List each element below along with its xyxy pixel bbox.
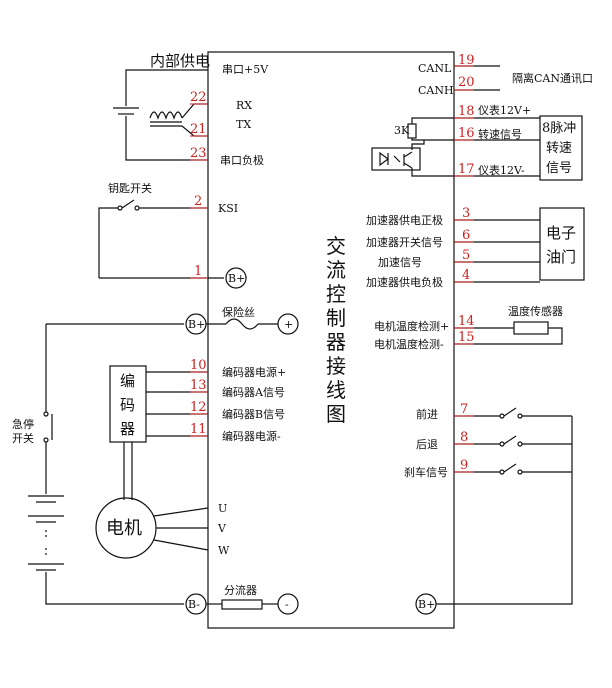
controller-title-3: 控	[326, 282, 346, 306]
pin-16: 16	[458, 126, 475, 141]
pin-4-label: 加速器供电负极	[366, 275, 443, 289]
estop-label-2: 开关	[12, 431, 34, 445]
pin-13: 13	[190, 378, 207, 393]
serial-coil	[149, 111, 183, 127]
shunt	[221, 599, 263, 610]
svg-text:B+: B+	[228, 272, 245, 285]
controller-title-7: 线	[326, 378, 346, 402]
pin-7-label: 前进	[416, 407, 438, 421]
bplus-terminal-switches	[415, 593, 437, 615]
pin-12: 12	[190, 400, 207, 415]
pin-12-label: 编码器B信号	[222, 407, 285, 421]
controller-title-8: 图	[326, 402, 346, 426]
pin-8-label: 后退	[416, 438, 438, 451]
tacho-label-3: 信号	[546, 161, 572, 176]
pin-2: 2	[194, 194, 202, 209]
controller-title-5: 器	[326, 330, 346, 354]
controller-box	[207, 51, 455, 629]
key-switch-label: 钥匙开关	[108, 181, 152, 195]
pin-17-label: 仪表12V-	[478, 163, 525, 177]
encoder-label-1: 编	[120, 372, 135, 390]
resistor-label: 3K	[394, 124, 410, 137]
internal-power-label: 内部供电	[150, 52, 210, 70]
pin-21: 21	[190, 122, 207, 137]
throttle-label-1: 电子	[546, 224, 576, 242]
controller-title-6: 接	[326, 354, 346, 378]
svg-text:+: +	[284, 318, 293, 331]
estop-label-1: 急停	[12, 417, 34, 431]
pin-8: 8	[460, 430, 468, 445]
fuse	[225, 318, 259, 330]
pin-11-label: 编码器电源-	[222, 429, 281, 443]
pin-9: 9	[460, 458, 468, 473]
can-port-label: 隔离CAN通讯口	[512, 71, 593, 85]
pin-3: 3	[462, 206, 470, 221]
throttle-label-2: 油门	[546, 248, 576, 266]
pin-10: 10	[190, 358, 207, 373]
pin-9-label: 刹车信号	[404, 465, 448, 479]
pin-2-label: KSI	[218, 202, 238, 215]
controller-title-4: 制	[326, 306, 346, 330]
controller-title-2: 流	[326, 258, 346, 282]
pin-13-label: 编码器A信号	[222, 385, 285, 399]
pin-20: 20	[458, 75, 475, 90]
svg-text:-: -	[285, 598, 289, 611]
throttle-box	[539, 207, 585, 281]
pin-19: 19	[458, 53, 475, 68]
motor-label: 电机	[106, 518, 142, 539]
optocoupler-icon	[371, 147, 421, 171]
canl-label: CANL	[418, 62, 452, 75]
pin-15-label: 电机温度检测-	[374, 337, 444, 351]
pin-22: 22	[190, 90, 207, 105]
pin-6-label: 加速器开关信号	[366, 235, 443, 249]
pin-16-label: 转速信号	[478, 127, 522, 141]
pin-23-label: 串口负极	[220, 153, 264, 167]
pin-1: 1	[194, 264, 202, 279]
svg-text:B-: B-	[188, 598, 200, 611]
serial-5v-label: 串口+5V	[222, 63, 269, 76]
pin-22-label: RX	[236, 99, 252, 112]
phase-u: U	[218, 502, 227, 515]
svg-text:B+: B+	[188, 318, 205, 331]
controller-title-1: 交	[326, 234, 346, 258]
pin-4: 4	[462, 268, 470, 283]
phase-v: V	[217, 522, 227, 535]
plus-terminal	[277, 313, 299, 335]
encoder-label-3: 器	[120, 420, 135, 438]
pin-7: 7	[460, 402, 468, 417]
bplus-terminal-ksi	[225, 267, 247, 289]
tacho-box	[539, 115, 583, 181]
pin-14: 14	[458, 314, 475, 329]
pin-6: 6	[462, 228, 470, 243]
tacho-label-1: 8脉冲	[542, 121, 576, 136]
temp-sensor	[513, 321, 549, 335]
pin-17: 17	[458, 162, 475, 177]
pin-21-label: TX	[236, 118, 251, 131]
pin-15: 15	[458, 330, 475, 345]
minus-terminal	[277, 593, 299, 615]
pin-11: 11	[190, 422, 207, 437]
temp-sensor-label: 温度传感器	[508, 304, 563, 318]
pin-23: 23	[190, 146, 207, 161]
encoder-box	[109, 365, 147, 443]
pin-18-label: 仪表12V+	[478, 103, 531, 117]
pin-10-label: 编码器电源+	[222, 365, 286, 379]
encoder-label-2: 码	[120, 396, 135, 414]
pin-5: 5	[462, 248, 470, 263]
pin-18: 18	[458, 104, 475, 119]
shunt-label: 分流器	[224, 583, 257, 597]
pin-3-label: 加速器供电正极	[366, 213, 443, 227]
canh-label: CANH	[418, 84, 454, 97]
fuse-label: 保险丝	[222, 305, 255, 319]
pin-14-label: 电机温度检测+	[374, 319, 449, 333]
battery-icon	[28, 495, 64, 571]
svg-text:B+: B+	[418, 598, 435, 611]
phase-w: W	[218, 544, 230, 557]
tacho-label-2: 转速	[546, 141, 572, 156]
pin-5-label: 加速信号	[378, 256, 422, 269]
